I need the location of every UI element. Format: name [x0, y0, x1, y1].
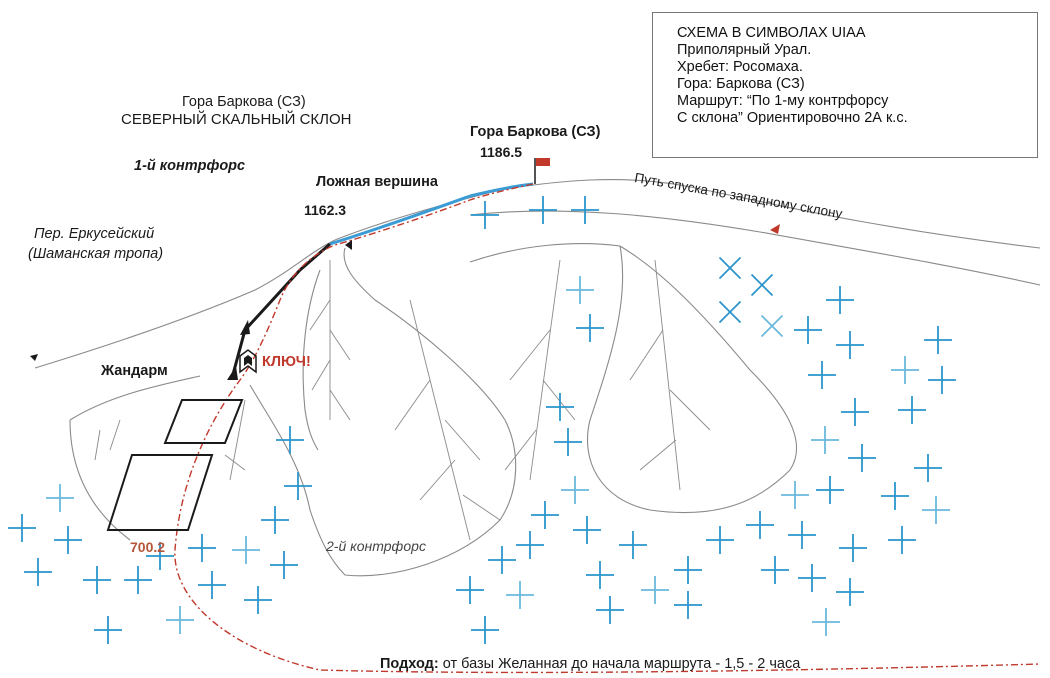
forest-cross: [761, 556, 789, 584]
legend-line: Маршрут: “По 1-му контрфорсу: [677, 93, 889, 109]
forest-cross: [788, 521, 816, 549]
forest-cross: [841, 398, 869, 426]
forest-cross: [270, 551, 298, 579]
forest-cross: [456, 576, 484, 604]
forest-cross: [760, 314, 784, 338]
forest-cross: [83, 566, 111, 594]
legend-box: СХЕМА В СИМВОЛАХ UIAA Приполярный Урал. …: [652, 12, 1038, 158]
forest-cross: [922, 496, 950, 524]
pass-name: Пер. Еркусейский: [34, 226, 155, 242]
forest-cross: [914, 454, 942, 482]
summit-name: Гора Баркова (СЗ): [470, 124, 601, 140]
legend-line: СХЕМА В СИМВОЛАХ UIAA: [677, 25, 866, 41]
forest-cross: [24, 558, 52, 586]
legend-line: Хребет: Росомаха.: [677, 59, 803, 75]
mountain-name: Гора Баркова (СЗ): [182, 94, 306, 110]
forest-cross: [836, 578, 864, 606]
forest-cross: [674, 591, 702, 619]
legend-line: Приполярный Урал.: [677, 42, 812, 58]
base-elevation: 700.2: [130, 539, 166, 555]
first-buttress-label: 1-й контрфорс: [134, 158, 246, 174]
approach-text: от базы Желанная до начала маршрута - 1,…: [442, 656, 801, 672]
forest-cross: [718, 256, 742, 280]
forest-cross: [619, 531, 647, 559]
forest-cross: [573, 516, 601, 544]
forest-cross: [848, 444, 876, 472]
forest-cross: [554, 428, 582, 456]
forest-cross: [826, 286, 854, 314]
summit-flag-icon: [534, 158, 550, 184]
forest-cross: [516, 531, 544, 559]
forest-cross: [812, 608, 840, 636]
forest-cross: [54, 526, 82, 554]
approach-label: Подход:: [380, 656, 439, 672]
forest-cross: [750, 273, 774, 297]
forest-cross: [928, 366, 956, 394]
forest-cross: [244, 586, 272, 614]
gully-lines: [94, 259, 711, 541]
forest-cross: [798, 564, 826, 592]
forest-cross: [641, 576, 669, 604]
forest-cross: [881, 482, 909, 510]
forest-cross: [188, 534, 216, 562]
forest-cross: [94, 616, 122, 644]
second-buttress-label: 2-й контрфорс: [326, 538, 426, 554]
forest-cross: [816, 476, 844, 504]
descent-arrow: [770, 224, 780, 234]
forest-cross: [924, 326, 952, 354]
forest-cross: [811, 426, 839, 454]
forest-cross: [8, 514, 36, 542]
forest-cross: [124, 566, 152, 594]
forest-cross: [836, 331, 864, 359]
forest-symbols: [8, 196, 956, 644]
forest-cross: [596, 596, 624, 624]
forest-cross: [531, 501, 559, 529]
forest-cross: [561, 476, 589, 504]
false-summit-label: Ложная вершина: [316, 174, 438, 190]
forest-cross: [718, 300, 742, 324]
legend-line: Гора: Баркова (СЗ): [677, 76, 805, 92]
forest-cross: [232, 536, 260, 564]
forest-cross: [781, 481, 809, 509]
forest-cross: [198, 571, 226, 599]
forest-cross: [566, 276, 594, 304]
forest-cross: [839, 534, 867, 562]
forest-cross: [808, 361, 836, 389]
slope-name: СЕВЕРНЫЙ СКАЛЬНЫЙ СКЛОН: [121, 111, 352, 128]
forest-cross: [471, 616, 499, 644]
forest-cross: [276, 426, 304, 454]
arrow-icons: [30, 240, 352, 380]
forest-cross: [166, 606, 194, 634]
key-pitch-label: КЛЮЧ!: [262, 354, 311, 370]
forest-cross: [546, 393, 574, 421]
forest-cross: [898, 396, 926, 424]
forest-cross: [529, 196, 557, 224]
forest-cross: [488, 546, 516, 574]
forest-cross: [746, 511, 774, 539]
pass-trail: (Шаманская тропа): [28, 246, 164, 262]
forest-cross: [261, 506, 289, 534]
forest-cross: [706, 526, 734, 554]
forest-cross: [891, 356, 919, 384]
climbing-route: [174, 183, 1041, 674]
gendarme-blocks: [106, 399, 244, 531]
forest-cross: [674, 556, 702, 584]
forest-cross: [471, 201, 499, 229]
legend-line: С склона” Ориентировочно 2А к.с.: [677, 110, 908, 126]
forest-cross: [888, 526, 916, 554]
forest-cross: [586, 561, 614, 589]
forest-cross: [46, 484, 74, 512]
terrain-contours: [34, 179, 1041, 577]
forest-cross: [506, 581, 534, 609]
approach-note: Подход: от базы Желанная до начала маршр…: [380, 656, 800, 672]
forest-cross: [284, 472, 312, 500]
forest-cross: [146, 542, 174, 570]
false-summit-elevation: 1162.3: [304, 202, 347, 218]
gendarme-label: Жандарм: [101, 363, 168, 379]
forest-cross: [794, 316, 822, 344]
forest-cross: [571, 196, 599, 224]
summit-elevation: 1186.5: [480, 144, 523, 160]
forest-cross: [576, 314, 604, 342]
